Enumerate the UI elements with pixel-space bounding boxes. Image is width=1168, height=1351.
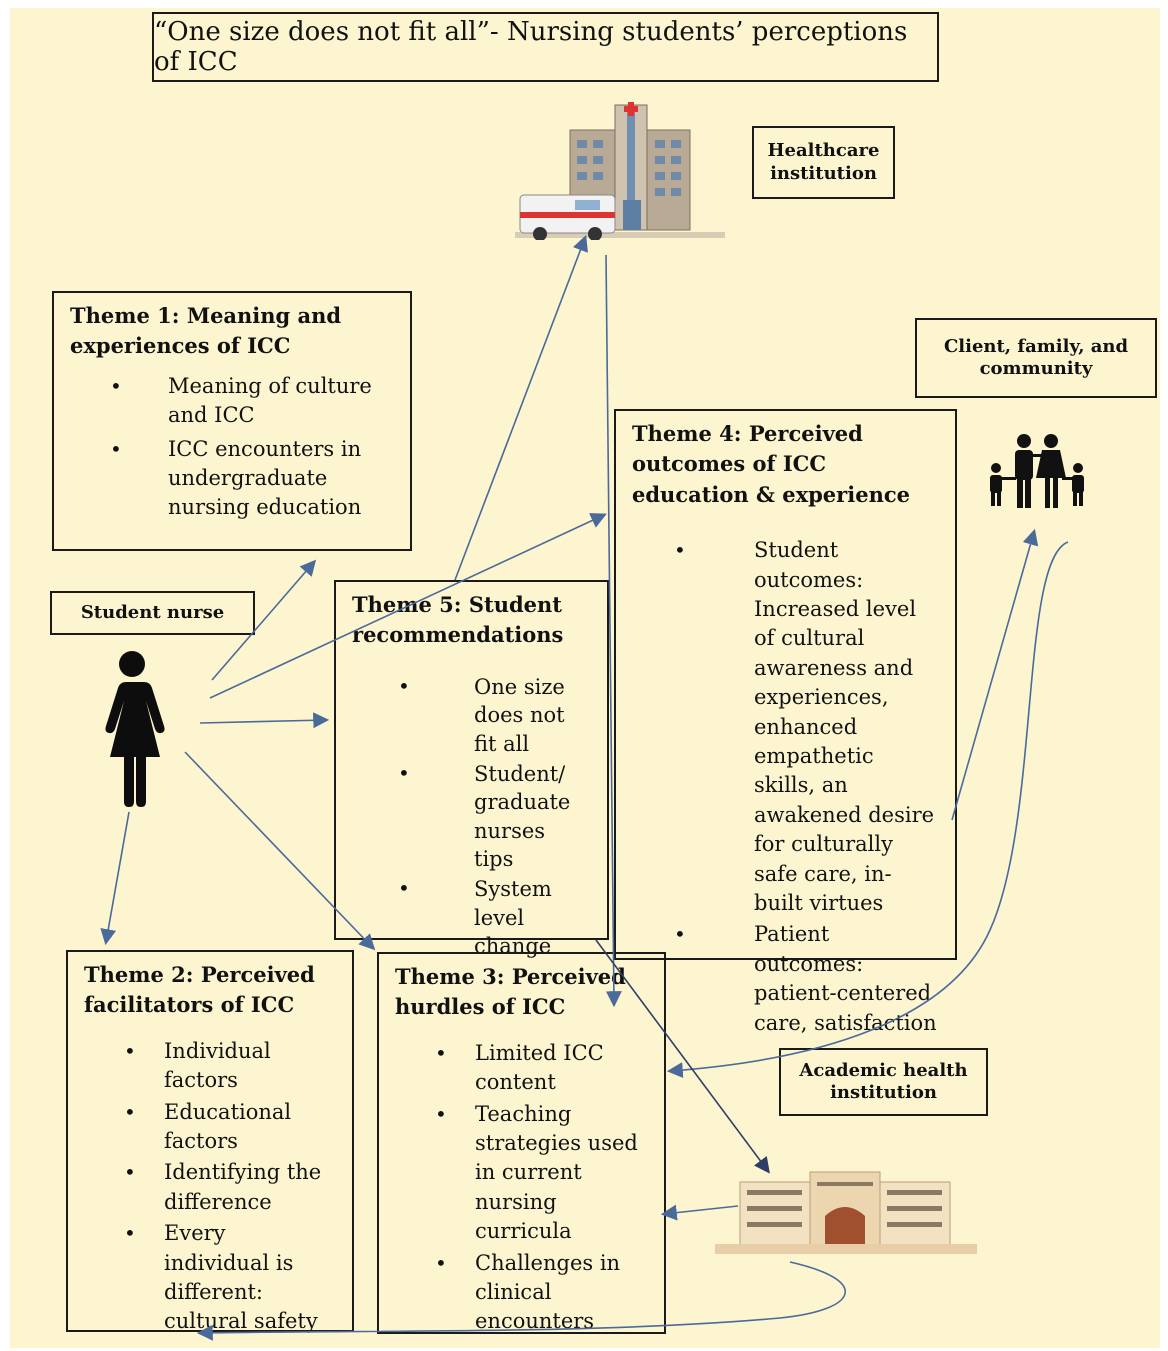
diagram-title: “One size does not fit all”- Nursing stu… [152,12,939,82]
theme-3-heading: Theme 3: Perceived hurdles of ICC [395,964,626,1020]
student-nurse-label: Student nurse [50,591,255,635]
family-icon [990,434,1084,508]
theme-2-box: Theme 2: Perceived facilitators of ICC I… [66,950,354,1333]
list-item: Identifying the difference [84,1158,336,1217]
academic-health-institution-label: Academic health institution [779,1048,988,1116]
theme-5-list: One size does not fit all Student/ gradu… [352,673,591,960]
theme-1-list: Meaning of culture and ICC ICC encounter… [70,372,394,523]
list-item: Limited ICC content [395,1039,648,1098]
list-item: Patient outcomes: patient-centered care,… [632,920,939,1038]
hospital-building-icon [515,102,725,240]
female-person-icon [105,651,165,807]
theme-5-box: Theme 5: Student recommendations One siz… [334,580,609,958]
theme-4-heading: Theme 4: Perceived outcomes of ICC educa… [632,421,910,507]
list-item: Meaning of culture and ICC [70,372,394,431]
client-family-community-label: Client, family, and community [915,318,1157,398]
list-item: One size does not fit all [352,673,591,758]
list-item: Teaching strategies used in current nurs… [395,1100,648,1247]
list-item: Student/ graduate nurses tips [352,760,591,873]
list-item: Individual factors [84,1037,336,1096]
list-item: System level change [352,875,591,960]
university-building-icon [715,1171,977,1254]
list-item: Every individual is different: cultural … [84,1219,336,1337]
list-item: Educational factors [84,1098,336,1157]
theme-2-heading: Theme 2: Perceived facilitators of ICC [84,962,315,1018]
theme-1-box: Theme 1: Meaning and experiences of ICC … [52,291,412,551]
theme-5-heading: Theme 5: Student recommendations [352,592,564,648]
theme-4-box: Theme 4: Perceived outcomes of ICC educa… [614,409,957,1035]
theme-3-list: Limited ICC content Teaching strategies … [395,1039,648,1337]
list-item: Challenges in clinical encounters [395,1249,648,1337]
theme-1-heading: Theme 1: Meaning and experiences of ICC [70,303,342,359]
theme-2-list: Individual factors Educational factors I… [84,1037,336,1337]
theme-4-list: Student outcomes: Increased level of cul… [632,536,939,1038]
theme-3-box: Theme 3: Perceived hurdles of ICC Limite… [377,952,666,1334]
healthcare-institution-label: Healthcare institution [752,126,895,199]
list-item: Student outcomes: Increased level of cul… [632,536,939,918]
list-item: ICC encounters in undergraduate nursing … [70,435,394,523]
